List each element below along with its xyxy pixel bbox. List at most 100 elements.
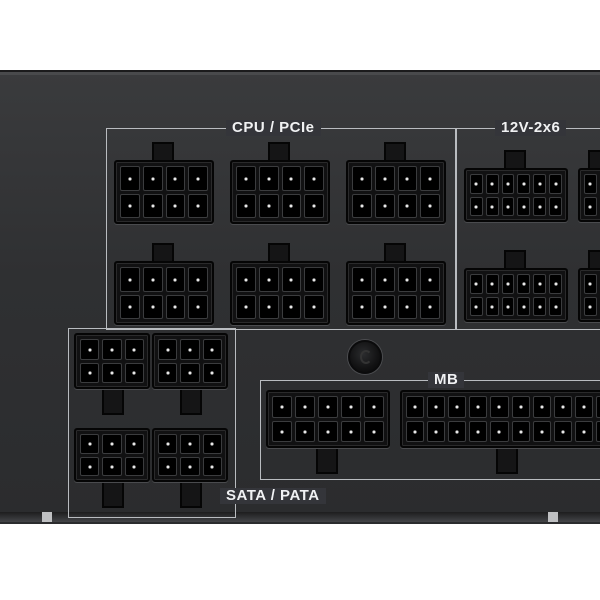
cpu-pcie-connector-top-2[interactable] [230, 142, 330, 224]
mb-connector-small[interactable] [266, 390, 390, 474]
panel-foot-left [42, 512, 52, 522]
connector-pin [180, 456, 200, 476]
connector-pin [490, 396, 509, 418]
connector-pin [374, 294, 395, 319]
connector-pin [272, 396, 292, 418]
connector-pin [202, 456, 222, 476]
connector-pin [124, 434, 144, 454]
connector-pin [427, 396, 446, 418]
connector-pin [420, 193, 440, 218]
connector-pin [281, 267, 302, 292]
panel-screw-knob [348, 340, 382, 374]
connector-pin [517, 274, 531, 294]
connector-housing [114, 261, 214, 325]
connector-pin [574, 396, 593, 418]
connector-latch [102, 482, 124, 508]
connector-housing [74, 333, 150, 389]
connector-pin [595, 396, 600, 418]
connector-pin [142, 193, 163, 218]
connector-pin [584, 174, 597, 194]
connector-pin [501, 174, 515, 194]
connector-pin [80, 456, 100, 476]
connector-pin [158, 362, 178, 383]
connector-pin [304, 166, 324, 191]
sata-pata-connector-1[interactable] [74, 333, 150, 415]
connector-pin [352, 166, 372, 191]
connector-pin [165, 193, 186, 218]
connector-housing [230, 261, 330, 325]
connector-latch [316, 448, 338, 474]
connector-pin [318, 420, 338, 442]
connector-pin [553, 420, 572, 442]
sata-pata-label: SATA / PATA [220, 488, 326, 504]
connector-pin [341, 396, 361, 418]
connector-housing [346, 160, 446, 224]
connector-housing [152, 428, 228, 482]
12v-2x6-connector-4-partial[interactable] [578, 250, 600, 322]
connector-pin [420, 294, 440, 319]
connector-pin [485, 196, 499, 216]
connector-pin [102, 434, 122, 454]
sata-pata-group [68, 328, 236, 518]
connector-pin [165, 267, 186, 292]
cpu-pcie-label: CPU / PCIe [226, 120, 321, 136]
connector-pin [304, 294, 324, 319]
connector-pin [258, 267, 279, 292]
connector-pin [281, 166, 302, 191]
cpu-pcie-connector-top-1[interactable] [114, 142, 214, 224]
connector-housing [464, 168, 568, 222]
12v-2x6-connector-3-partial[interactable] [578, 150, 600, 222]
connector-pin [304, 193, 324, 218]
connector-pin [490, 420, 509, 442]
connector-pin [102, 362, 122, 383]
connector-housing [266, 390, 390, 448]
connector-pin [549, 174, 562, 194]
connector-pin [352, 294, 372, 319]
connector-latch [180, 389, 202, 415]
12v-2x6-connector-1[interactable] [464, 150, 568, 222]
connector-pin [352, 267, 372, 292]
mb-connector-24pin[interactable] [400, 390, 600, 474]
connector-pin [124, 362, 144, 383]
connector-housing [114, 160, 214, 224]
panel-foot-right [548, 512, 558, 522]
panel-bottom-edge [0, 512, 600, 522]
connector-pin [236, 294, 256, 319]
connector-pin [397, 294, 418, 319]
connector-housing [346, 261, 446, 325]
connector-pin [102, 339, 122, 360]
connector-pin [470, 196, 483, 216]
cpu-pcie-connector-top-3[interactable] [346, 142, 446, 224]
connector-pin [188, 193, 208, 218]
connector-pin [420, 166, 440, 191]
cpu-pcie-connector-bottom-1[interactable] [114, 243, 214, 325]
connector-pin [470, 296, 483, 316]
connector-housing [578, 268, 600, 322]
connector-pin [364, 396, 384, 418]
connector-pin [304, 267, 324, 292]
connector-pin [511, 420, 530, 442]
connector-pin [165, 294, 186, 319]
connector-pin [120, 166, 140, 191]
sata-pata-connector-3[interactable] [74, 428, 150, 508]
connector-pin [532, 420, 551, 442]
cpu-pcie-connector-bottom-2[interactable] [230, 243, 330, 325]
connector-pin [272, 420, 292, 442]
connector-latch [496, 448, 518, 474]
connector-pin [397, 267, 418, 292]
connector-pin [180, 362, 200, 383]
connector-pin [549, 296, 562, 316]
connector-pin [533, 196, 547, 216]
connector-latch [102, 389, 124, 415]
connector-pin [501, 296, 515, 316]
sata-pata-connector-2[interactable] [152, 333, 228, 415]
connector-pin [120, 294, 140, 319]
cpu-pcie-connector-bottom-3[interactable] [346, 243, 446, 325]
12v-2x6-connector-2[interactable] [464, 250, 568, 322]
connector-pin [202, 434, 222, 454]
connector-pin [281, 294, 302, 319]
sata-pata-connector-4[interactable] [152, 428, 228, 508]
connector-pin [258, 166, 279, 191]
connector-pin [124, 339, 144, 360]
connector-pin [202, 339, 222, 360]
